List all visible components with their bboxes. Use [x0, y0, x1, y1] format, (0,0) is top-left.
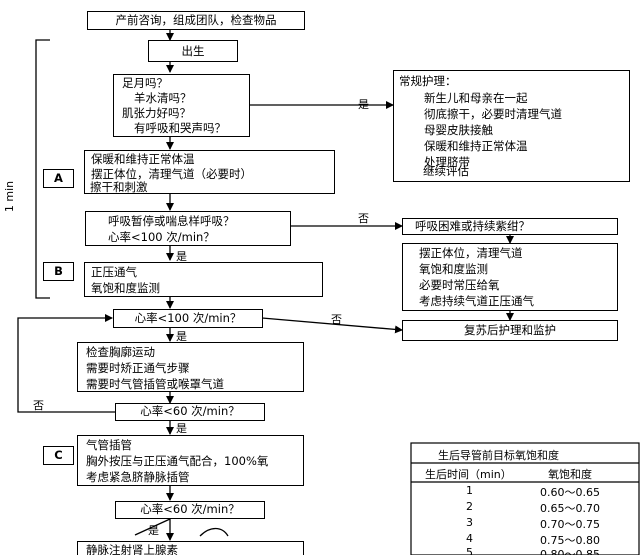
- positioning-box: 摆正体位，清理气道 氧饱和度监测 必要时常压给氧 考虑持续气道正压通气: [402, 243, 618, 311]
- label-c-box: C: [43, 446, 74, 465]
- labored-item: 必要时常压给氧: [419, 278, 500, 292]
- edge-label-yes: 是: [176, 422, 187, 435]
- epinephrine-box: 静脉注射肾上腺素: [77, 541, 304, 555]
- arrow: [17, 314, 115, 413]
- labored-item: 考虑持续气道正压通气: [419, 294, 534, 308]
- chest-check-box: 检查胸廓运动 需要时矫正通气步骤 需要时气管插管或喉罩气道: [77, 342, 304, 392]
- edge-label-yes: 是: [176, 250, 187, 263]
- line: [134, 518, 171, 536]
- apnea-question: 呼吸暂停或喘息样呼吸？: [108, 214, 235, 228]
- labored-breathing-text: 呼吸困难或持续紫绀？: [415, 219, 530, 233]
- routine-care-box: 常规护理： 新生儿和母亲在一起 彻底擦干，必要时清理气道 母婴皮肤接触 保暖和维…: [393, 70, 630, 182]
- routine-care-item: 彻底擦干，必要时清理气道: [424, 107, 562, 121]
- question-breathing: 有呼吸和哭声吗？: [134, 121, 226, 135]
- arrow: [261, 317, 403, 334]
- birth-box: 出生: [148, 40, 238, 62]
- label-a-box: A: [43, 169, 74, 188]
- chest-line: 需要时气管插管或喉罩气道: [86, 377, 224, 391]
- hr60-text: 心率<60 次/min？: [140, 404, 240, 418]
- hr60-second-text: 心率<60 次/min？: [140, 502, 240, 516]
- table-cell: 3: [466, 516, 473, 529]
- table-cell: 0.80～0.85: [540, 548, 600, 555]
- bracket: [35, 39, 50, 299]
- step-c-line: 气管插管: [86, 438, 132, 452]
- question-tone: 肌张力好吗？: [122, 106, 191, 120]
- table-cell: 2: [466, 500, 473, 513]
- question-amniotic: 羊水清吗？: [134, 91, 192, 105]
- step-b-box: 正压通气 氧饱和度监测: [84, 262, 323, 297]
- table-cell: 0.75～0.80: [540, 534, 600, 547]
- post-resus-text: 复苏后护理和监护: [464, 323, 556, 337]
- edge-label-no: 否: [33, 399, 44, 412]
- table-cell: 4: [466, 532, 473, 545]
- one-minute-label: 1 min: [3, 180, 17, 213]
- table-cell: 1: [466, 484, 473, 497]
- line: [199, 527, 229, 537]
- hr100-box: 心率<100 次/min？: [113, 309, 263, 328]
- routine-care-item: 继续评估: [423, 164, 469, 178]
- labored-item: 氧饱和度监测: [419, 262, 488, 276]
- edge-label-yes: 是: [358, 98, 369, 111]
- apnea-check-box: 呼吸暂停或喘息样呼吸？ 心率<100 次/min？: [85, 211, 291, 246]
- question-term: 足月吗？: [122, 76, 168, 90]
- birth-text: 出生: [181, 44, 205, 58]
- chest-line: 检查胸廓运动: [86, 345, 155, 359]
- routine-care-item: 母婴皮肤接触: [424, 123, 493, 137]
- table-cell: 0.65～0.70: [540, 502, 600, 515]
- prenatal-consult-box: 产前咨询，组成团队，检查物品: [87, 11, 305, 30]
- labored-breathing-box: 呼吸困难或持续紫绀？: [402, 218, 618, 235]
- routine-care-item: 处理脐带: [424, 155, 470, 169]
- table-header-spo2: 氧饱和度: [548, 468, 592, 481]
- routine-care-item: 新生儿和母亲在一起: [424, 91, 528, 105]
- edge-label-yes: 是: [148, 524, 159, 537]
- step-b-line: 氧饱和度监测: [91, 281, 160, 295]
- step-c-box: 气管插管 胸外按压与正压通气配合，100%氧 考虑紧急脐静脉插管: [77, 435, 304, 486]
- label-a: A: [54, 171, 63, 185]
- epinephrine-text: 静脉注射肾上腺素: [86, 543, 178, 555]
- table-title: 生后导管前目标氧饱和度: [438, 449, 559, 462]
- hr60-second-box: 心率<60 次/min？: [115, 501, 265, 519]
- table-cell: 5: [466, 546, 473, 555]
- step-a-box: 保暖和维持正常体温 摆正体位，清理气道（必要时）: [84, 150, 335, 194]
- edge-label-yes: 是: [176, 330, 187, 343]
- label-c: C: [54, 448, 63, 462]
- prenatal-consult-text: 产前咨询，组成团队，检查物品: [115, 13, 277, 27]
- step-b-line: 正压通气: [91, 265, 137, 279]
- hr-question: 心率<100 次/min？: [108, 230, 215, 244]
- chest-line: 需要时矫正通气步骤: [86, 361, 190, 375]
- labored-item: 摆正体位，清理气道: [419, 246, 523, 260]
- step-a-line: 摆正体位，清理气道（必要时）: [91, 167, 252, 181]
- hr100-text: 心率<100 次/min？: [134, 311, 242, 325]
- table-border: [410, 442, 640, 555]
- label-b: B: [54, 264, 63, 278]
- step-c-line: 考虑紧急脐静脉插管: [86, 470, 190, 484]
- hr60-box: 心率<60 次/min？: [115, 403, 265, 421]
- step-a-line: 保暖和维持正常体温: [91, 152, 195, 166]
- label-b-box: B: [43, 262, 74, 281]
- post-resus-box: 复苏后护理和监护: [402, 320, 618, 341]
- table-cell: 0.70～0.75: [540, 518, 600, 531]
- table-header-time: 生后时间（min）: [425, 468, 512, 481]
- step-a-line: 擦干和刺激: [90, 180, 148, 194]
- edge-label-no: 否: [358, 212, 369, 225]
- table-cell: 0.60～0.65: [540, 486, 600, 499]
- assessment-questions-box: 足月吗？ 羊水清吗？ 肌张力好吗？ 有呼吸和哭声吗？: [113, 74, 250, 137]
- step-c-line: 胸外按压与正压通气配合，100%氧: [86, 454, 269, 468]
- routine-care-item: 保暖和维持正常体温: [424, 139, 528, 153]
- routine-care-title: 常规护理：: [399, 74, 457, 88]
- edge-label-no: 否: [331, 313, 342, 326]
